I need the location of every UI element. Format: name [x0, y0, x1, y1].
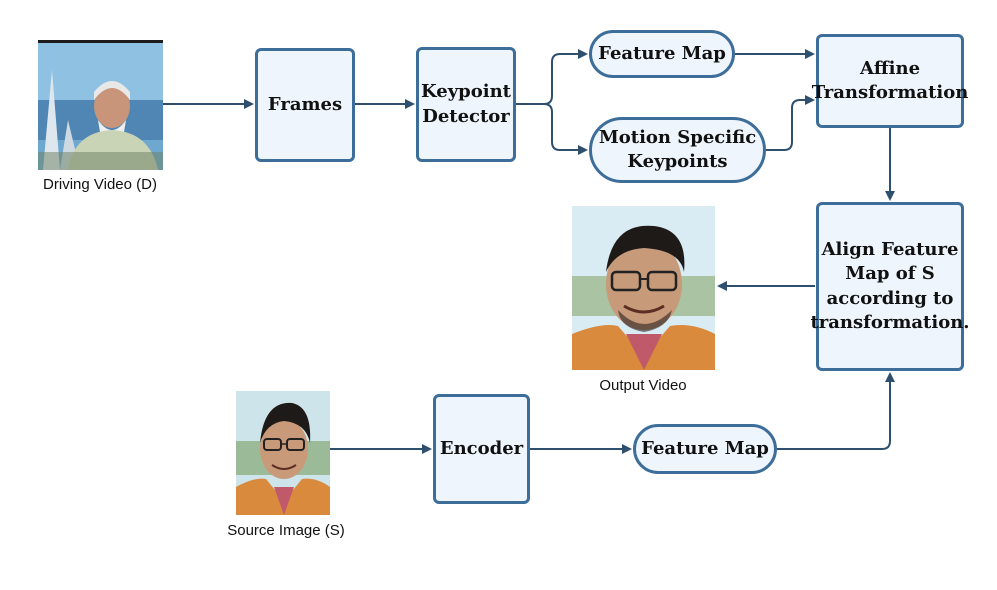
arrow-featuremap-to-align	[777, 372, 895, 450]
frames-node: Frames	[255, 48, 355, 162]
align-feature-map-label: Align Feature Map of S according to tran…	[810, 238, 970, 333]
output-video-caption: Output Video	[599, 377, 687, 394]
source-image-thumbnail	[236, 391, 330, 515]
arrow-detector-to-featuremap	[516, 49, 588, 105]
keypoint-detector-node: Keypoint Detector	[416, 47, 516, 162]
feature-map-bottom-label: Feature Map	[641, 437, 769, 459]
driving-video-thumbnail	[38, 40, 163, 170]
align-feature-map-node: Align Feature Map of S according to tran…	[810, 202, 970, 371]
arrow-keypoints-to-affine	[766, 95, 815, 151]
affine-transformation-label: Affine Transformation	[811, 57, 969, 103]
keypoint-detector-label: Keypoint Detector	[421, 81, 511, 127]
feature-map-bottom-node: Feature Map	[633, 424, 777, 474]
frames-label: Frames	[267, 93, 343, 115]
motion-keypoints-label: Motion Specific Keypoints	[598, 126, 757, 172]
affine-transformation-node: Affine Transformation	[812, 34, 968, 128]
driving-video-caption: Driving Video (D)	[43, 176, 157, 193]
motion-keypoints-node: Motion Specific Keypoints	[589, 117, 766, 183]
feature-map-top-label: Feature Map	[598, 42, 726, 64]
feature-map-top-node: Feature Map	[589, 30, 735, 78]
output-video-thumbnail	[572, 206, 715, 370]
arrow-detector-to-keypoints	[516, 103, 588, 155]
source-image-caption: Source Image (S)	[227, 522, 345, 539]
encoder-node: Encoder	[433, 394, 530, 504]
encoder-label: Encoder	[439, 437, 524, 459]
